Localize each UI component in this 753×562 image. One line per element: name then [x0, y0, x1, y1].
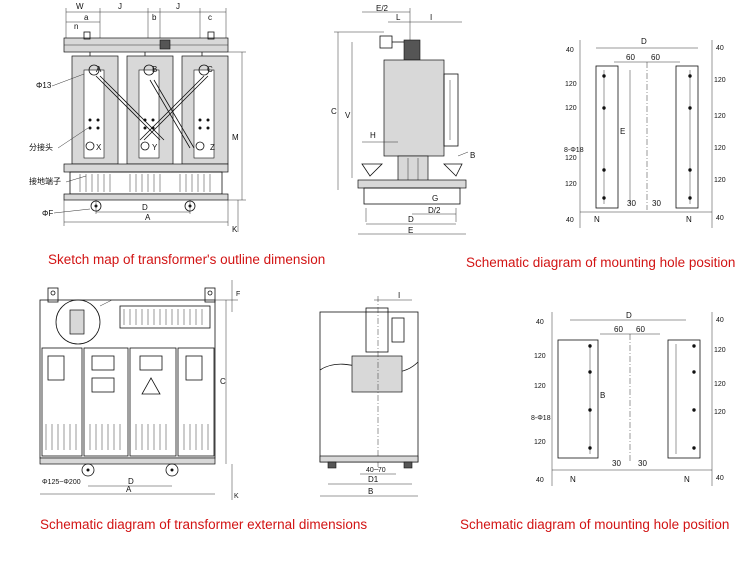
dim-w: W: [76, 2, 84, 11]
dim-j-2: J: [176, 2, 180, 11]
dim-c: C: [331, 107, 337, 116]
r-40-b: 40: [716, 215, 724, 222]
r-120-d: 120: [714, 177, 726, 184]
dim-l: L: [396, 13, 401, 22]
dim-i: I: [398, 291, 400, 300]
dim-k: K: [232, 225, 238, 234]
mounting-holes-top: D 60 60 E 40 120 120 120 120 40 8-Φ18 40…: [564, 37, 726, 228]
dim-h: H: [370, 131, 376, 140]
r-120-a: 120: [714, 347, 726, 354]
dim-n-1: N: [594, 215, 600, 224]
r-40-b: 40: [716, 475, 724, 482]
terminal-x: X: [96, 143, 102, 152]
outline-side-view: E/2 L I C V H B G D/: [331, 4, 475, 235]
label-tap-changer: 分接头: [29, 142, 53, 152]
label-holes: 8-Φ18: [564, 147, 584, 154]
label-holes: 8-Φ18: [531, 415, 551, 422]
v-120-b: 120: [565, 105, 577, 112]
label-ground-terminal: 接地端子: [29, 176, 61, 186]
dim-c: c: [208, 13, 212, 22]
dim-e-half: E/2: [376, 4, 389, 13]
v-40-a: 40: [566, 47, 574, 54]
dim-a: A: [126, 485, 132, 494]
dim-d-half: D/2: [428, 206, 441, 215]
spacing-60-b: 60: [651, 53, 660, 62]
v-120-b: 120: [534, 383, 546, 390]
r-120-b: 120: [714, 113, 726, 120]
terminal-a: A: [96, 65, 102, 74]
mounting-holes-bottom: D 60 60 B 40 120 120 120 40 8-Φ18 40 120…: [531, 311, 726, 486]
dim-f: F: [236, 291, 240, 298]
outline-front-view: W W J b J c n a A B C: [29, 2, 246, 234]
dim-i: I: [430, 13, 432, 22]
r-120-b: 120: [714, 381, 726, 388]
spacing-30-b: 30: [638, 459, 647, 468]
r-120-c: 120: [714, 409, 726, 416]
dim-b: B: [470, 151, 475, 160]
dim-v: V: [345, 111, 351, 120]
caption-external-dimensions: Schematic diagram of transformer externa…: [40, 517, 367, 532]
v-120-a: 120: [565, 81, 577, 88]
dim-e: E: [408, 226, 413, 235]
terminal-c: C: [207, 65, 213, 74]
dim-d: D: [626, 311, 632, 320]
dim-a: a: [84, 13, 89, 22]
terminal-b: B: [152, 65, 157, 74]
spacing-60-a: 60: [626, 53, 635, 62]
dim-n-2: N: [684, 475, 690, 484]
dim-d: D: [408, 215, 414, 224]
dim-b: b: [152, 13, 157, 22]
enclosure-side-view: I 40~70 D1 B: [319, 291, 419, 497]
dim-a-overall: A: [145, 213, 151, 222]
dim-c: C: [220, 377, 226, 386]
spacing-60-b: 60: [636, 325, 645, 334]
spacing-30-b: 30: [652, 199, 661, 208]
dim-j-1: J: [118, 2, 122, 11]
terminal-y: Y: [152, 143, 158, 152]
spacing-60-a: 60: [614, 325, 623, 334]
label-phi13: Φ13: [36, 81, 52, 90]
dim-d1: D1: [368, 475, 379, 484]
spacing-30-a: 30: [612, 459, 621, 468]
dim-n-1: N: [570, 475, 576, 484]
dim-k: K: [234, 493, 239, 500]
caption-mounting-holes-bottom: Schematic diagram of mounting hole posit…: [460, 517, 729, 532]
r-40-a: 40: [716, 45, 724, 52]
dim-m: M: [232, 133, 239, 142]
caption-mounting-holes-top: Schematic diagram of mounting hole posit…: [466, 255, 735, 270]
label-wheel-diameter: Φ125~Φ200: [42, 479, 81, 486]
v-120-d: 120: [565, 181, 577, 188]
dim-e: E: [620, 127, 625, 136]
v-40-b: 40: [536, 477, 544, 484]
r-120-c: 120: [714, 145, 726, 152]
v-120-c: 120: [565, 155, 577, 162]
v-120-c: 120: [534, 439, 546, 446]
v-40-a: 40: [536, 319, 544, 326]
dim-b: B: [600, 391, 605, 400]
dim-range: 40~70: [366, 467, 386, 474]
dim-d: D: [142, 203, 148, 212]
dim-b: B: [368, 487, 373, 496]
dim-g: G: [432, 194, 438, 203]
r-40-a: 40: [716, 317, 724, 324]
dim-d: D: [641, 37, 647, 46]
v-120-a: 120: [534, 353, 546, 360]
dim-n: n: [74, 22, 78, 31]
terminal-z: Z: [210, 143, 215, 152]
dim-n-2: N: [686, 215, 692, 224]
caption-outline-dimension: Sketch map of transformer's outline dime…: [48, 252, 325, 267]
label-phif: ΦF: [42, 209, 53, 218]
r-120-a: 120: [714, 77, 726, 84]
dim-d: D: [128, 477, 134, 486]
spacing-30-a: 30: [627, 199, 636, 208]
v-40-b: 40: [566, 217, 574, 224]
enclosure-front-view: F C K Φ125~Φ200 D A: [39, 280, 240, 500]
